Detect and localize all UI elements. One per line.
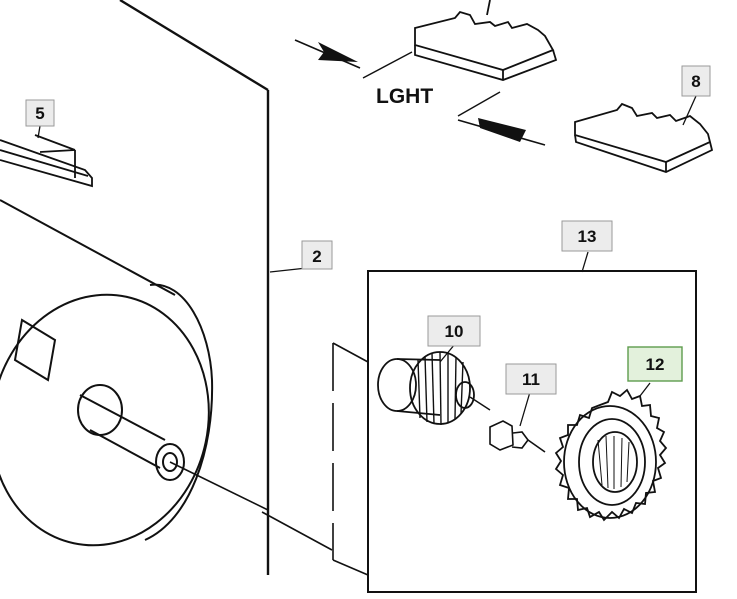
callout-12: 12 bbox=[627, 346, 683, 382]
kit-box-13 bbox=[367, 270, 697, 593]
callout-10: 10 bbox=[427, 315, 481, 347]
callout-8-text: 8 bbox=[691, 72, 700, 91]
callout-2: 2 bbox=[301, 240, 333, 270]
shaft-centerline bbox=[169, 461, 269, 511]
direction-arrow-left bbox=[294, 39, 361, 69]
part-5-rail bbox=[0, 134, 93, 188]
leader-lines bbox=[37, 95, 697, 427]
exploded-bracket bbox=[332, 342, 369, 576]
callout-2-text: 2 bbox=[312, 247, 321, 266]
sprocket-12 bbox=[554, 388, 668, 522]
callout-8: 8 bbox=[681, 65, 711, 97]
drum-assembly bbox=[0, 199, 214, 547]
callout-12-text: 12 bbox=[646, 355, 665, 374]
plate-8 bbox=[574, 102, 714, 173]
direction-label: LGHT bbox=[376, 85, 433, 108]
callout-13-text: 13 bbox=[578, 227, 597, 246]
callout-11-text: 11 bbox=[522, 370, 540, 389]
plate-upper bbox=[414, 0, 558, 81]
housing-panel bbox=[119, 0, 270, 575]
direction-arrow-right bbox=[457, 118, 546, 146]
callout-13: 13 bbox=[561, 220, 613, 252]
callout-11: 11 bbox=[505, 363, 557, 395]
callout-5: 5 bbox=[25, 99, 55, 127]
callout-5-text: 5 bbox=[35, 104, 44, 123]
callout-10-text: 10 bbox=[445, 322, 464, 341]
bearing-10 bbox=[377, 351, 475, 426]
pin-11 bbox=[489, 420, 546, 453]
